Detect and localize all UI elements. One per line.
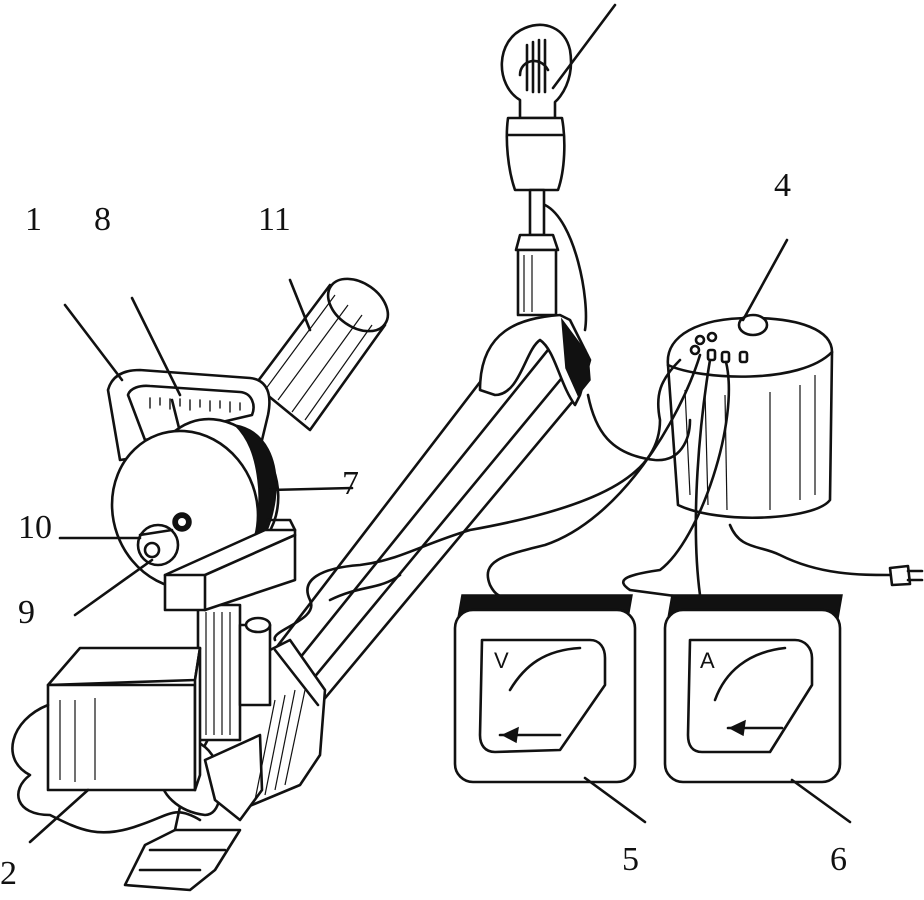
part-labels: 1 8 11 4 7 10 9 2 5 6 V A [0, 167, 847, 892]
lamp-assembly [478, 3, 617, 407]
connecting-wires [273, 203, 731, 642]
label-11: 11 [258, 201, 291, 238]
label-7: 7 [342, 465, 359, 502]
power-supply [666, 313, 924, 587]
ammeter [663, 594, 843, 784]
label-10: 10 [18, 509, 52, 546]
ammeter-letter: A [700, 648, 715, 673]
sensor-box [11, 646, 202, 834]
label-9: 9 [18, 594, 35, 631]
handle-cylinder [253, 277, 390, 432]
label-1: 1 [25, 201, 42, 238]
label-6: 6 [830, 841, 847, 878]
clamp-block [163, 518, 297, 612]
leader-lines [28, 238, 852, 844]
voltmeter [453, 594, 637, 784]
label-2: 2 [0, 855, 17, 892]
label-5: 5 [622, 841, 639, 878]
voltmeter-letter: V [494, 648, 509, 673]
label-8: 8 [94, 201, 111, 238]
label-4: 4 [774, 167, 791, 204]
adjust-knob [136, 512, 192, 567]
